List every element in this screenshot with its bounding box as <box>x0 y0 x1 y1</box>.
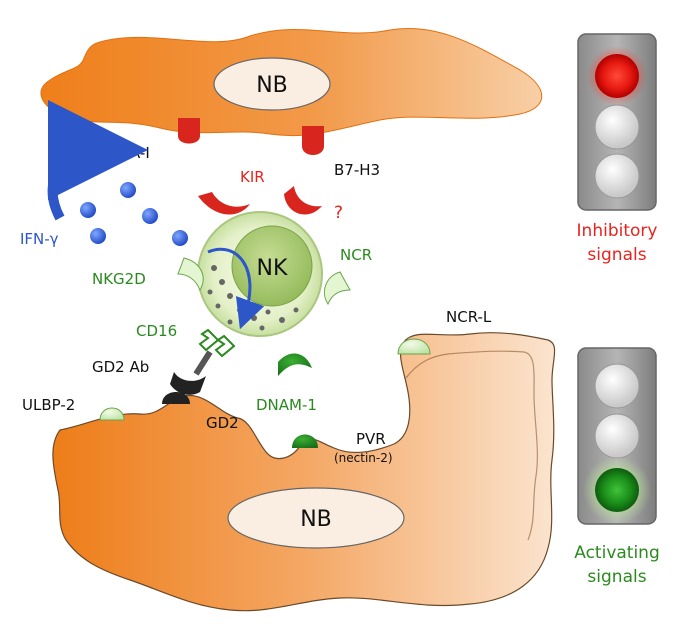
off-light <box>594 363 640 409</box>
off-light <box>594 104 640 150</box>
ifn-gamma-label: IFN-γ <box>20 230 59 248</box>
gd2-antibody <box>170 372 206 395</box>
bottom-nb-label: NB <box>300 507 332 532</box>
granule <box>265 309 271 315</box>
hla-i-label: HLA-I <box>110 144 150 162</box>
gd2-antibody-stem <box>193 350 213 376</box>
granule <box>215 303 221 309</box>
kir-receptor-right <box>284 186 322 215</box>
b7-h3-receptor <box>302 126 324 155</box>
ifn-feedback-arrow <box>47 100 148 221</box>
activating-signals-line1: Activating <box>574 543 660 563</box>
off-light <box>594 413 640 459</box>
nkg2d-receptor <box>177 257 204 292</box>
ulbp-2-label: ULBP-2 <box>22 396 75 414</box>
hla-i-receptor <box>178 118 200 144</box>
inhibitory-signals-line1: Inhibitory <box>577 221 658 241</box>
kir-label: KIR <box>240 168 265 186</box>
bottom-nb-inner-border <box>405 350 538 541</box>
granule <box>293 307 299 313</box>
activating-traffic-light <box>577 347 657 525</box>
green-light <box>595 468 639 512</box>
pvr-label: PVR <box>356 430 386 448</box>
activating-signals-line2: signals <box>587 567 646 587</box>
nectin-2-label: (nectin-2) <box>334 451 393 465</box>
dnam-1-receptor <box>278 353 312 376</box>
top-nb-label: NB <box>256 73 288 98</box>
ncr-l-label: NCR-L <box>446 308 492 326</box>
ifn-molecule <box>80 202 96 218</box>
ncr-receptor <box>324 271 351 306</box>
ncr-label: NCR <box>340 246 372 264</box>
ifn-molecule <box>172 230 188 246</box>
granule <box>279 317 285 323</box>
gd2-label: GD2 <box>206 414 239 432</box>
kir-receptor-left <box>198 192 250 215</box>
cd16-label: CD16 <box>136 322 177 340</box>
dnam-1-label: DNAM-1 <box>256 396 317 414</box>
question-label: ? <box>334 203 343 223</box>
ifn-gamma-molecules <box>80 182 188 246</box>
inhibitory-traffic-light <box>577 33 657 211</box>
ncr-l-ligand <box>397 338 431 355</box>
off-light <box>594 153 640 199</box>
cd16-receptor <box>198 328 236 358</box>
nk-nucleus <box>231 225 313 307</box>
pvr-ligand <box>292 434 318 448</box>
granule <box>237 307 243 313</box>
ifn-molecule <box>90 228 106 244</box>
granule <box>227 319 233 325</box>
gd2-ab-label: GD2 Ab <box>92 358 149 376</box>
granule <box>227 293 233 299</box>
inhibitory-signals-line2: signals <box>587 245 646 265</box>
granule-release-arrow <box>207 247 265 330</box>
granule <box>211 265 217 271</box>
nk-label: NK <box>257 256 288 281</box>
ifn-molecule <box>142 208 158 224</box>
ulbp-2-ligand <box>99 407 125 421</box>
top-nb-nucleus <box>213 57 331 111</box>
bottom-nb-nucleus <box>227 487 405 549</box>
granule <box>207 289 213 295</box>
ifn-molecule <box>120 182 136 198</box>
nkg2d-label: NKG2D <box>92 270 146 288</box>
gd2-antigen <box>162 392 190 404</box>
b7-h3-label: B7-H3 <box>334 161 380 179</box>
granule <box>219 279 225 285</box>
granule <box>251 315 257 321</box>
granule <box>259 325 265 331</box>
red-light <box>595 54 639 98</box>
